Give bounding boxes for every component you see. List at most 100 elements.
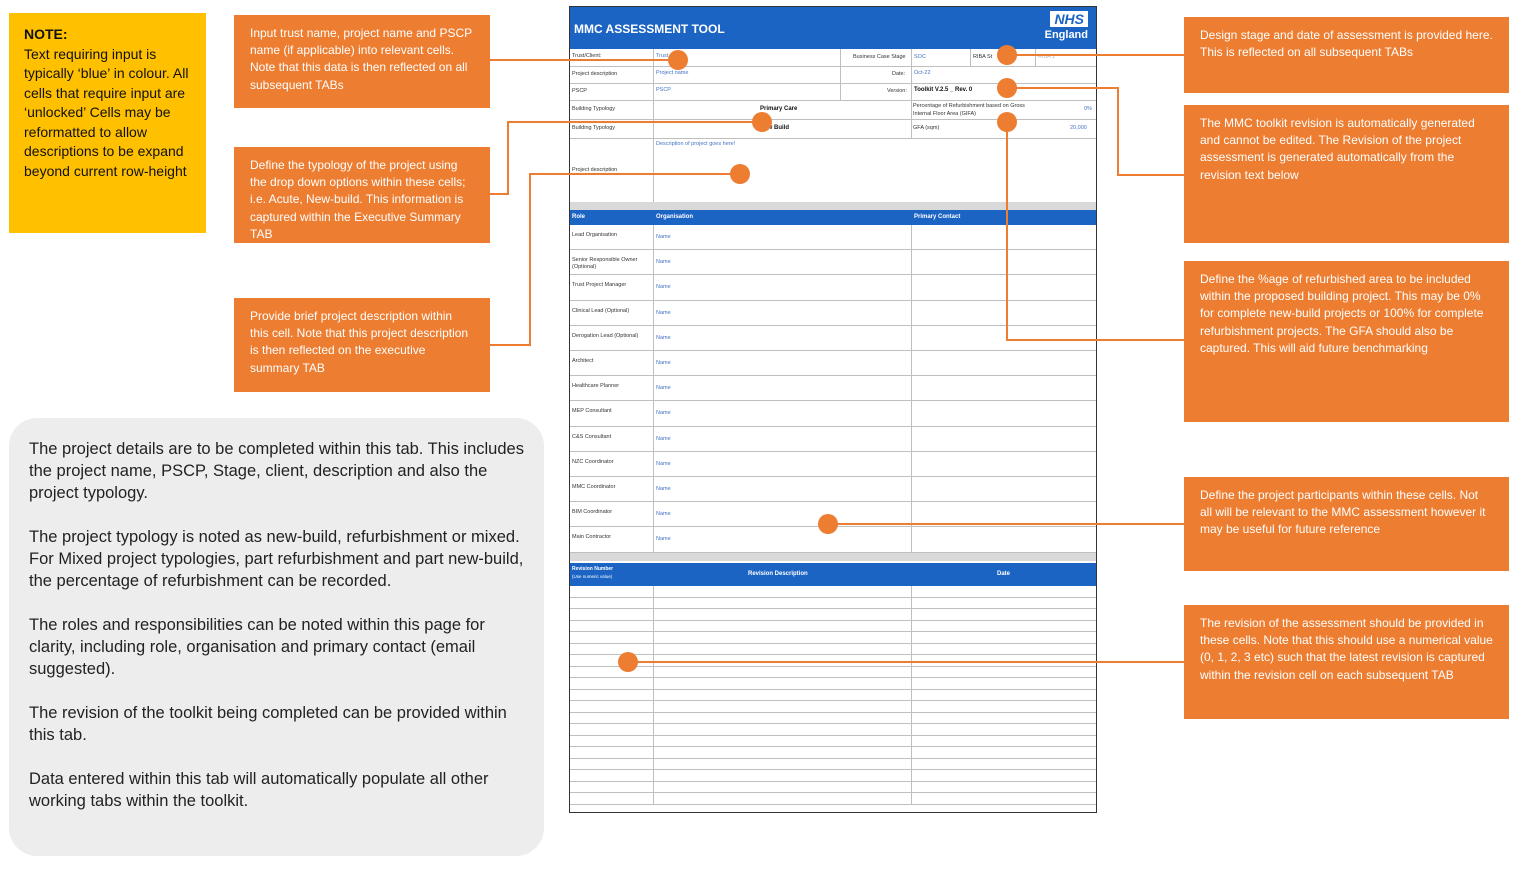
revision-row[interactable] <box>570 632 1096 644</box>
roles-header-role: Role <box>572 214 586 220</box>
table-row: Healthcare Planner Name <box>570 376 1096 402</box>
revision-row[interactable] <box>570 736 1096 747</box>
callout-description: Provide brief project description within… <box>234 298 490 392</box>
table-row: Derogation Lead (Optional) Name <box>570 326 1096 351</box>
info-paragraph-roles: The roles and responsibilities can be no… <box>29 616 485 678</box>
callout-refurb-text: Define the %age of refurbished area to b… <box>1200 272 1484 355</box>
callout-description-text: Provide brief project description within… <box>250 309 469 375</box>
callout-participants: Define the project participants within t… <box>1184 477 1509 571</box>
version-value: Toolkit V.2.5 _ Rev. 0 <box>914 87 973 93</box>
organisation-input[interactable]: Name <box>656 536 671 543</box>
role-label: Derogation Lead (Optional) <box>572 332 639 339</box>
marker-version <box>997 78 1017 98</box>
organisation-input[interactable]: Name <box>656 435 671 442</box>
revision-row[interactable] <box>570 782 1096 793</box>
table-row: C&S Consultant Name <box>570 427 1096 452</box>
trust-label: Trust/Client: <box>572 53 602 59</box>
organisation-input[interactable]: Name <box>656 460 671 467</box>
note-box: NOTE: Text requiring input is typically … <box>9 13 206 233</box>
table-row: MEP Consultant Name <box>570 401 1096 427</box>
revision-row[interactable] <box>570 759 1096 770</box>
organisation-input[interactable]: Name <box>656 486 671 492</box>
date-input[interactable]: Oct-22 <box>914 70 931 76</box>
role-label: Clinical Lead (Optional) <box>572 307 630 314</box>
marker-refurb <box>997 112 1017 132</box>
callout-revision-cells-text: The revision of the assessment should be… <box>1200 616 1493 682</box>
description-label: Project description <box>572 167 618 173</box>
revision-row[interactable] <box>570 598 1096 609</box>
refurb-input[interactable]: 0% <box>1084 106 1092 112</box>
revision-row[interactable] <box>570 678 1096 690</box>
marker-trust <box>668 50 688 70</box>
revision-row[interactable] <box>570 609 1096 621</box>
description-input[interactable]: Description of project goes here! <box>656 141 736 147</box>
role-label: BIM Coordinator <box>572 509 613 516</box>
role-label: Main Contractor <box>572 534 612 541</box>
role-label: C&S Consultant <box>572 433 612 440</box>
pscp-input[interactable]: PSCP <box>656 87 671 93</box>
bcs-label: Business Case Stage <box>853 54 906 60</box>
role-label: MEP Consultant <box>572 408 612 415</box>
role-label: Lead Organisation <box>572 232 617 238</box>
typology-select-2[interactable]: New Build <box>760 125 790 131</box>
organisation-input[interactable]: Name <box>656 334 671 341</box>
gfa-input[interactable]: 20,000 <box>1070 125 1087 131</box>
revision-header: Revision Number (Use numeric value) Revi… <box>570 563 1096 586</box>
organisation-input[interactable]: Name <box>656 511 671 518</box>
role-label: Senior Responsible Owner (Optional) <box>572 257 638 271</box>
project-name-input[interactable]: Project name <box>656 70 689 76</box>
marker-revision <box>618 652 638 672</box>
organisation-input[interactable]: Name <box>656 360 671 366</box>
role-label: NZC Coordinator <box>572 458 614 465</box>
revision-row[interactable] <box>570 644 1096 655</box>
organisation-input[interactable]: Name <box>656 410 671 417</box>
organisation-input[interactable]: Name <box>656 309 671 316</box>
sheet-title: MMC ASSESSMENT TOOL <box>574 22 725 36</box>
table-row: Senior Responsible Owner (Optional) Name <box>570 250 1096 276</box>
table-row: Clinical Lead (Optional) Name <box>570 301 1096 326</box>
marker-description <box>730 164 750 184</box>
separator-band <box>570 202 1096 210</box>
revision-row[interactable] <box>570 713 1096 724</box>
version-label: Version: <box>887 88 907 94</box>
organisation-input[interactable]: Name <box>656 284 671 291</box>
organisation-input[interactable]: Name <box>656 259 671 266</box>
revision-row[interactable] <box>570 690 1096 701</box>
role-label: Healthcare Planner <box>572 383 620 390</box>
assessment-sheet: MMC ASSESSMENT TOOL NHS England Trust/Cl… <box>569 6 1097 813</box>
typology-select-1[interactable]: Primary Care <box>760 106 798 112</box>
riba-select[interactable]: RIBA 1 <box>1038 54 1056 60</box>
table-row: MMC Coordinator Name <box>570 477 1096 503</box>
revision-header-number: Revision Number <box>572 566 614 572</box>
organisation-input[interactable]: Name <box>656 234 671 240</box>
roles-header-contact: Primary Contact <box>914 214 961 220</box>
callout-design-stage: Design stage and date of assessment is p… <box>1184 17 1509 93</box>
revision-row[interactable] <box>570 724 1096 736</box>
nhs-logo-sub: England <box>1044 29 1088 41</box>
revision-row[interactable] <box>570 770 1096 782</box>
role-label: MMC Coordinator <box>572 484 616 490</box>
revision-row[interactable] <box>570 667 1096 678</box>
revision-row[interactable] <box>570 586 1096 598</box>
bcs-select[interactable]: SOC <box>914 54 926 60</box>
callout-design-stage-text: Design stage and date of assessment is p… <box>1200 28 1493 60</box>
callout-revision-cells: The revision of the assessment should be… <box>1184 605 1509 719</box>
revision-row[interactable] <box>570 621 1096 632</box>
separator-band-2 <box>570 553 1096 561</box>
marker-design-stage <box>997 45 1017 65</box>
revision-row[interactable] <box>570 747 1096 759</box>
revision-row[interactable] <box>570 701 1096 713</box>
role-label: Architect <box>572 358 594 364</box>
table-row: NZC Coordinator Name <box>570 452 1096 477</box>
marker-typology <box>752 112 772 132</box>
organisation-input[interactable]: Name <box>656 385 671 392</box>
revision-row[interactable] <box>570 793 1096 805</box>
typology-label-2: Building Typology <box>572 125 616 131</box>
info-paragraph-typology: The project typology is noted as new-bui… <box>29 528 524 590</box>
callout-refurb: Define the %age of refurbished area to b… <box>1184 261 1509 422</box>
revision-row[interactable] <box>570 655 1096 667</box>
trust-input[interactable]: Trust <box>656 53 669 59</box>
date-label: Date: <box>892 71 906 77</box>
table-row: Lead Organisation Name <box>570 225 1096 251</box>
